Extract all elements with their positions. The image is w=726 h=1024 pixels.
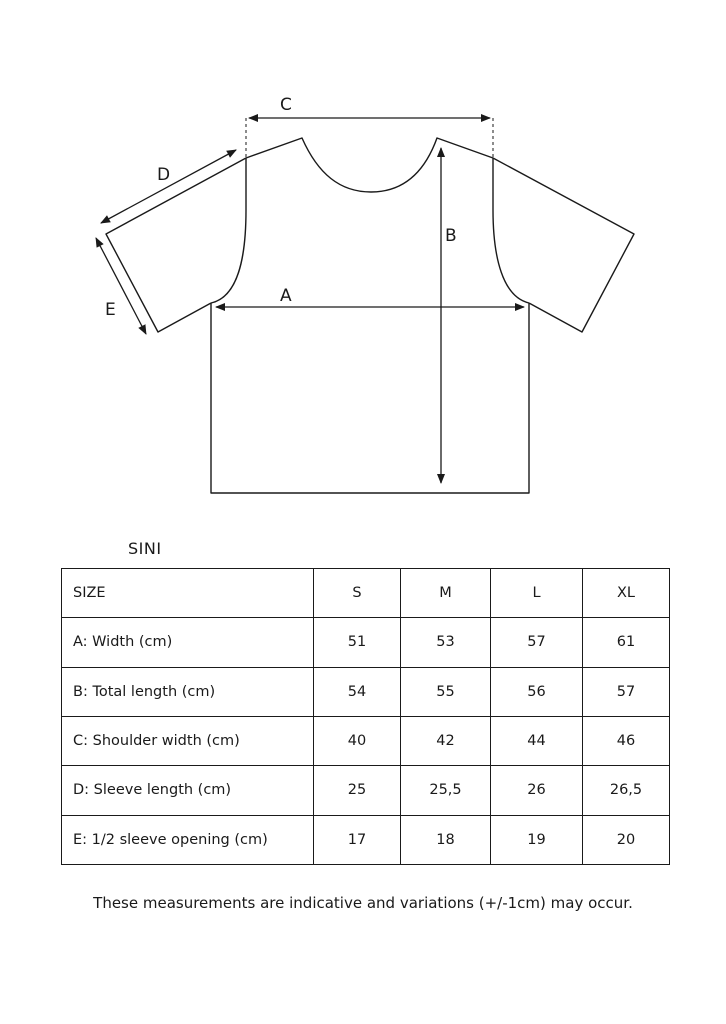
- table-cell: 20: [582, 814, 670, 866]
- table-cell: 56: [490, 666, 583, 717]
- table-cell: 25,5: [400, 765, 491, 816]
- table-cell: 42: [400, 715, 491, 767]
- table-row: C: Shoulder width (cm) 40 42 44 46: [61, 715, 670, 767]
- table-cell: 53: [400, 617, 491, 668]
- table-cell: 17: [313, 814, 401, 866]
- header-size-s: S: [313, 567, 401, 619]
- table-row: E: 1/2 sleeve opening (cm) 17 18 19 20: [61, 814, 670, 866]
- table-row: D: Sleeve length (cm) 25 25,5 26 26,5: [61, 765, 670, 816]
- table-cell: 46: [582, 715, 670, 767]
- row-label: A: Width (cm): [61, 617, 314, 668]
- table-cell: 57: [582, 666, 670, 717]
- table-cell: 19: [490, 814, 583, 866]
- product-name: SINI: [128, 539, 162, 558]
- row-label: E: 1/2 sleeve opening (cm): [61, 814, 314, 866]
- table-cell: 54: [313, 666, 401, 717]
- table-header-row: SIZE S M L XL: [61, 567, 670, 619]
- arrow-d: [100, 149, 237, 224]
- header-size-m: M: [400, 567, 491, 619]
- header-size-l: L: [490, 567, 583, 619]
- table-cell: 40: [313, 715, 401, 767]
- table-row: B: Total length (cm) 54 55 56 57: [61, 666, 670, 717]
- header-size-xl: XL: [582, 567, 670, 619]
- size-chart-table: SIZE S M L XL A: Width (cm) 51 53 57 61 …: [61, 567, 670, 866]
- table-cell: 26,5: [582, 765, 670, 816]
- row-label: C: Shoulder width (cm): [61, 715, 314, 767]
- table-cell: 55: [400, 666, 491, 717]
- table-cell: 25: [313, 765, 401, 816]
- row-label: B: Total length (cm): [61, 666, 314, 717]
- label-d: D: [157, 165, 170, 185]
- label-b: B: [445, 226, 457, 246]
- table-cell: 57: [490, 617, 583, 668]
- table-cell: 18: [400, 814, 491, 866]
- table-cell: 44: [490, 715, 583, 767]
- label-a: A: [280, 286, 292, 306]
- shoulder-guide-lines: [245, 118, 494, 158]
- measurement-disclaimer: These measurements are indicative and va…: [93, 894, 633, 912]
- label-e: E: [105, 300, 116, 320]
- measurement-arrows: [95, 114, 525, 484]
- row-label: D: Sleeve length (cm): [61, 765, 314, 816]
- label-c: C: [280, 95, 292, 115]
- table-cell: 51: [313, 617, 401, 668]
- arrow-e: [95, 237, 147, 335]
- table-cell: 61: [582, 617, 670, 668]
- header-size-label: SIZE: [61, 567, 314, 619]
- tshirt-outline: [105, 137, 635, 494]
- tshirt-measurement-diagram: C D B A E: [95, 95, 635, 494]
- table-row: A: Width (cm) 51 53 57 61: [61, 617, 670, 668]
- table-cell: 26: [490, 765, 583, 816]
